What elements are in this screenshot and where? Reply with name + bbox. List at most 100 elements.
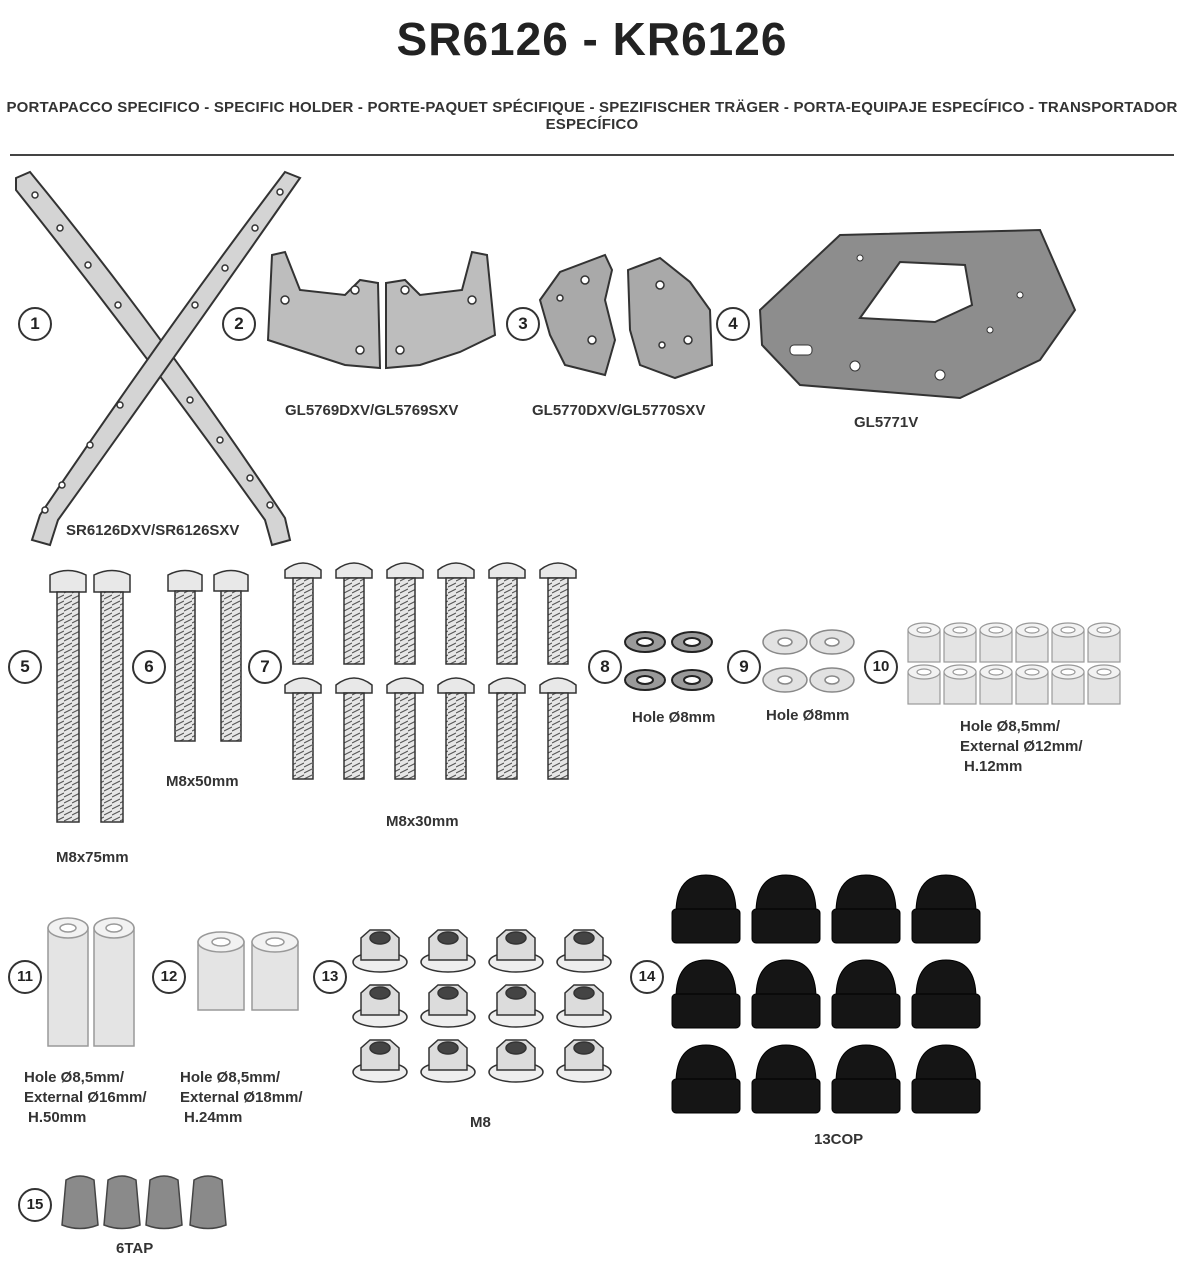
spacer-12mm <box>943 664 977 705</box>
item-label-9: Hole Ø8mm <box>766 707 850 724</box>
item-number-15: 15 <box>18 1188 52 1222</box>
item-number-1: 1 <box>18 307 52 341</box>
item-number-5: 5 <box>8 650 42 684</box>
item-number-11: 11 <box>8 960 42 994</box>
spacers-50mm <box>47 917 135 1047</box>
spacers-24mm <box>197 931 299 1011</box>
flat-washers <box>762 629 855 693</box>
cap-nut <box>671 1044 741 1114</box>
cap-nut <box>751 1044 821 1114</box>
item-label-12: Hole Ø8,5mm/ External Ø18mm/ H.24mm <box>180 1068 303 1128</box>
item-label-5: M8x75mm <box>56 849 129 866</box>
flange-nut <box>488 984 544 1028</box>
item-label-10: Hole Ø8,5mm/ External Ø12mm/ H.12mm <box>960 717 1083 777</box>
bolts-m8x50 <box>167 569 249 742</box>
spacer-12mm <box>1015 664 1049 705</box>
item-label-3: GL5770DXV/GL5770SXV <box>532 402 706 419</box>
item-number-7: 7 <box>248 650 282 684</box>
spacer-12mm <box>1051 664 1085 705</box>
top-plate-part <box>758 228 1077 400</box>
item-number-6: 6 <box>132 650 166 684</box>
item-label-14: 13COP <box>814 1131 864 1148</box>
spacer-12mm <box>1087 622 1121 663</box>
flange-nut <box>556 929 612 973</box>
cap-nut <box>911 1044 981 1114</box>
spacers-12mm <box>907 622 1121 705</box>
bracket-holes-2 <box>280 285 477 355</box>
spacer-12mm <box>907 664 941 705</box>
cap-nut <box>831 1044 901 1114</box>
bolt-m8x30 <box>386 562 424 665</box>
spacer-12mm <box>1051 622 1085 663</box>
spacer-12mm <box>979 622 1013 663</box>
header-divider <box>10 154 1174 156</box>
bolt-m8x30 <box>335 677 373 780</box>
cap-nut <box>751 959 821 1029</box>
bolt-m8x30 <box>437 562 475 665</box>
item-label-10-line-2: External Ø12mm/ <box>960 738 1083 755</box>
bolt-m8x30 <box>284 677 322 780</box>
spacer-12mm <box>907 622 941 663</box>
flange-nut <box>420 929 476 973</box>
cap-nut <box>831 874 901 944</box>
cap-nut <box>911 874 981 944</box>
item-label-10-line-3: H.12mm <box>964 758 1023 775</box>
flange-nut <box>420 1039 476 1083</box>
bolt-m8x30 <box>488 562 526 665</box>
item-label-13: M8 <box>470 1114 491 1131</box>
item-number-14: 14 <box>630 960 664 994</box>
flange-nut <box>352 1039 408 1083</box>
spacer-12mm <box>1015 622 1049 663</box>
item-label-7: M8x30mm <box>386 813 459 830</box>
item-label-11-line-3: H.50mm <box>28 1109 87 1126</box>
flange-nut <box>488 929 544 973</box>
item-label-6: M8x50mm <box>166 773 239 790</box>
item-label-4: GL5771V <box>854 414 919 431</box>
item-label-11: Hole Ø8,5mm/ External Ø16mm/ H.50mm <box>24 1068 147 1128</box>
cap-nut <box>911 959 981 1029</box>
flange-nut <box>352 929 408 973</box>
flange-nut <box>352 984 408 1028</box>
bolt-m8x30 <box>335 562 373 665</box>
item-label-11-line-2: External Ø16mm/ <box>24 1089 147 1106</box>
spacer-12mm <box>943 622 977 663</box>
spacer-12mm <box>1087 664 1121 705</box>
item-number-4: 4 <box>716 307 750 341</box>
item-number-8: 8 <box>588 650 622 684</box>
spacer-12mm <box>979 664 1013 705</box>
bolt-m8x30 <box>539 677 577 780</box>
bracket-holes-3 <box>556 275 693 349</box>
bolts-m8x75 <box>49 569 131 823</box>
item-number-2: 2 <box>222 307 256 341</box>
item-label-2: GL5769DXV/GL5769SXV <box>285 402 459 419</box>
bracket-pair-3 <box>538 253 714 380</box>
spring-washers <box>624 631 713 691</box>
bolt-m8x30 <box>488 677 526 780</box>
flange-nut <box>556 1039 612 1083</box>
item-label-10-line-1: Hole Ø8,5mm/ <box>960 718 1061 735</box>
item-label-12-line-3: H.24mm <box>184 1109 243 1126</box>
item-label-15: 6TAP <box>116 1240 154 1257</box>
document-title: SR6126 - KR6126 <box>396 13 788 65</box>
cap-nut <box>831 959 901 1029</box>
item-number-12: 12 <box>152 960 186 994</box>
bolt-m8x30 <box>386 677 424 780</box>
flange-nut <box>488 1039 544 1083</box>
flange-nut <box>420 984 476 1028</box>
flange-nut <box>556 984 612 1028</box>
cap-nut <box>671 959 741 1029</box>
item-label-11-line-1: Hole Ø8,5mm/ <box>24 1069 125 1086</box>
item-label-8: Hole Ø8mm <box>632 709 716 726</box>
item-number-3: 3 <box>506 307 540 341</box>
item-label-12-line-1: Hole Ø8,5mm/ <box>180 1069 281 1086</box>
bolt-m8x30 <box>539 562 577 665</box>
bolt-m8x30 <box>437 677 475 780</box>
item-number-13: 13 <box>313 960 347 994</box>
cap-nuts <box>671 874 981 1114</box>
end-plugs <box>61 1175 227 1230</box>
bracket-pair-2 <box>266 250 497 370</box>
document-subtitle: PORTAPACCO SPECIFICO - SPECIFIC HOLDER -… <box>6 99 1178 133</box>
item-number-10: 10 <box>864 650 898 684</box>
bolt-m8x30 <box>284 562 322 665</box>
